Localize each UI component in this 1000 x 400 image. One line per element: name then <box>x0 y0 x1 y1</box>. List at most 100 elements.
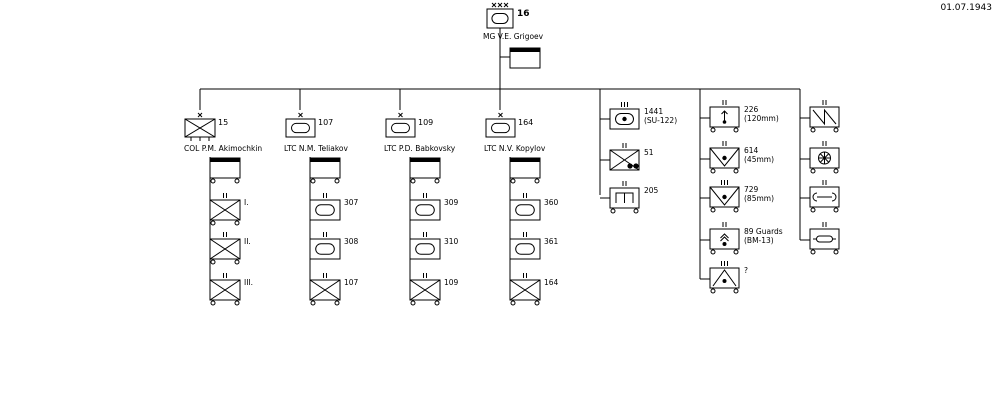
wheel-icon <box>510 178 516 184</box>
motorized-infantry-icon <box>309 273 341 306</box>
unit-frame <box>709 106 740 128</box>
wheel-icon <box>434 178 440 184</box>
unit-frame <box>209 238 241 260</box>
tank-oval-icon <box>415 243 435 255</box>
tank-battalion-icon <box>309 193 341 221</box>
support-label: 205 <box>644 186 659 195</box>
echelon-mark <box>298 112 303 118</box>
hq-bar <box>510 158 540 162</box>
hq-supply-icon <box>409 157 441 184</box>
unit-frame <box>609 149 640 171</box>
infantry-cross <box>209 279 241 301</box>
echelon-mark <box>523 193 527 198</box>
wheel-icon <box>710 207 716 213</box>
hq-supply-icon <box>209 157 241 184</box>
wheel-icon <box>733 127 739 133</box>
infantry-cross <box>209 199 241 221</box>
echelon-mark <box>822 100 827 105</box>
gun-dot <box>722 155 727 161</box>
gun-dot <box>722 242 727 246</box>
hq-supply-icon <box>309 157 341 184</box>
wheel-icon <box>210 220 216 226</box>
mech-infantry-icon <box>209 232 241 265</box>
unit-label: II. <box>244 237 251 246</box>
artillery-label: (120mm) <box>744 114 779 123</box>
recovery-icon <box>809 222 840 255</box>
tank-battalion-icon <box>509 193 541 221</box>
motorcycle-wheel <box>633 163 639 169</box>
wheel-icon <box>534 178 540 184</box>
unit-label: I. <box>244 198 249 207</box>
rocket-chevron <box>720 233 729 239</box>
tank-unit-icon <box>285 112 316 138</box>
echelon-x <box>498 112 503 118</box>
air-defense-dome <box>712 269 737 287</box>
echelon-mark <box>722 141 727 146</box>
unit-label: 109 <box>444 278 459 287</box>
echelon-x <box>497 2 503 8</box>
echelon-mark <box>323 193 327 198</box>
wheel-icon <box>710 249 716 255</box>
antitank-v <box>709 186 740 206</box>
wheel-icon <box>833 249 839 255</box>
brigade-commander: LTC N.M. Teliakov <box>284 144 348 153</box>
engineer-icon <box>609 181 640 214</box>
wrench-jaw <box>812 192 818 202</box>
wheel-icon <box>733 168 739 174</box>
artillery-label: (45mm) <box>744 155 774 164</box>
echelon-mark <box>323 232 327 237</box>
infantry-cross <box>209 238 241 260</box>
unit-label: 308 <box>344 237 359 246</box>
echelon-x <box>298 112 303 118</box>
medical-icon <box>809 141 840 174</box>
unit-frame <box>509 279 541 301</box>
infantry-cross <box>184 118 216 138</box>
echelon-mark <box>722 222 727 227</box>
brigade-commander: LTC P.D. Babkovsky <box>384 144 456 153</box>
wheel-icon <box>210 259 216 265</box>
tank-oval-icon <box>391 122 410 134</box>
unit-label: III. <box>244 278 253 287</box>
tank-oval-icon <box>315 243 335 255</box>
wheel-icon <box>234 259 240 265</box>
brigade-commander: LTC N.V. Kopylov <box>484 144 546 153</box>
tank-battalion-icon <box>309 232 341 260</box>
unit-frame <box>709 186 740 208</box>
echelon-mark <box>423 232 427 237</box>
unit-frame <box>285 118 316 138</box>
artillery-label: (BM-13) <box>744 236 774 245</box>
wheel-icon <box>733 207 739 213</box>
echelon-mark <box>323 273 327 278</box>
mortar-arrow <box>721 110 728 115</box>
hq-bar <box>410 158 440 162</box>
unit-frame <box>709 267 740 289</box>
wheel-icon <box>334 178 340 184</box>
artillery-label: 89 Guards <box>744 227 783 236</box>
recovery-oval <box>816 235 833 243</box>
wheel-icon <box>633 208 639 214</box>
tank-battalion-icon <box>409 193 441 221</box>
echelon-mark <box>223 193 227 198</box>
wheel-icon <box>733 249 739 255</box>
unit-frame <box>385 118 416 138</box>
echelon-mark <box>721 180 728 185</box>
echelon-mark <box>822 141 827 146</box>
gun-dot <box>722 194 727 200</box>
unit-frame <box>509 238 541 260</box>
unit-frame <box>609 108 640 130</box>
wheel-icon <box>234 178 240 184</box>
support-label: 51 <box>644 148 654 157</box>
wheel-icon <box>334 300 340 306</box>
wheel-icon <box>733 288 739 294</box>
air-defense-icon <box>709 261 740 294</box>
wheel-icon <box>234 220 240 226</box>
support-label: (SU-122) <box>644 116 677 125</box>
wheel-icon <box>710 127 716 133</box>
wheel-icon <box>434 300 440 306</box>
tank-oval-icon <box>515 204 535 216</box>
echelon-mark <box>621 102 628 107</box>
echelon-mark <box>197 112 203 118</box>
unit-label: 107 <box>344 278 359 287</box>
maintenance-icon <box>809 180 840 213</box>
antitank-gun-icon <box>709 141 740 174</box>
